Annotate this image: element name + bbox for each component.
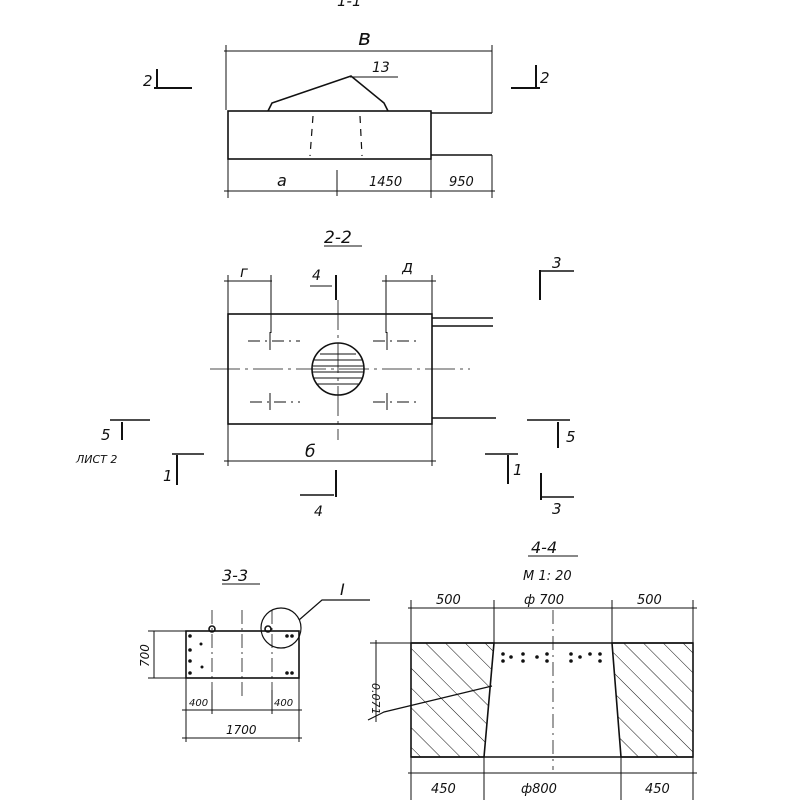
section-3-3-labels: 3-3 I 700 400 400 1700 [138, 566, 345, 737]
section-3-3 [148, 583, 370, 742]
cut-1-left-label: 1 [163, 467, 173, 485]
dim-b-label: б [305, 442, 315, 462]
dim-500-top-left-label: 500 [436, 593, 461, 608]
dim-0071-label: 0.071 [369, 683, 382, 715]
cut-4-bottom-label: 4 [314, 504, 323, 520]
cut-1-right-label: 1 [513, 461, 523, 479]
dim-1700-label: 1700 [226, 723, 257, 737]
cut-3-top-label: 3 [552, 254, 562, 272]
dim-450-bottom-left-label: 450 [431, 782, 456, 797]
section-4-4 [367, 555, 697, 800]
section-4-4-title: 4-4 [531, 538, 557, 557]
dim-400-left-label: 400 [189, 698, 208, 709]
dim-a-label: а [277, 171, 287, 190]
lifting-loop-outline [267, 75, 389, 112]
dim-500-top-right-label: 500 [637, 593, 662, 608]
cut-2-left-label: 2 [143, 72, 153, 90]
scale-label: М 1: 20 [523, 569, 572, 584]
dim-d-label: д [401, 257, 413, 276]
cut-4-top-label: 4 [312, 268, 321, 284]
section-2-2 [110, 245, 574, 500]
section-3-3-title: 3-3 [222, 566, 248, 585]
cut-3-bottom-label: 3 [552, 500, 562, 518]
cut-2-right-label: 2 [540, 69, 550, 87]
dim-450-bottom-right-label: 450 [645, 782, 670, 797]
cut-5-right-label: 5 [566, 428, 576, 446]
dim-g-label: г [240, 263, 248, 281]
top-section-title: 1-1 [337, 0, 362, 10]
left-wall-hatched [410, 642, 495, 758]
dim-700-height-label: 700 [138, 644, 152, 667]
dim-700-diameter-label: ф 700 [524, 593, 564, 608]
dim-1450-label: 1450 [369, 175, 402, 190]
plan-top-body [227, 110, 432, 160]
plan-top-labels: в 13 2 2 а 1450 950 [143, 26, 550, 190]
section-2-2-labels: 2-2 г д 4 4 3 3 5 ЛИСТ 2 5 1 1 б [75, 228, 576, 520]
right-wall-hatched [611, 642, 694, 758]
section-3-3-body [185, 630, 300, 679]
plan-top: 1-1 [154, 0, 540, 198]
section-4-4-labels: 4-4 М 1: 20 500 ф 700 500 0.071 450 ф800… [369, 538, 670, 797]
leader-13-label: 13 [372, 60, 390, 76]
section-2-2-title: 2-2 [324, 228, 352, 248]
dim-400-right-label: 400 [274, 698, 293, 709]
detail-i-label: I [340, 580, 345, 599]
dim-800-diameter-label: ф800 [521, 782, 557, 797]
dim-950-label: 950 [449, 175, 474, 190]
cut-5-sheet-label: ЛИСТ 2 [75, 453, 117, 466]
dim-overall-label: в [358, 26, 371, 51]
detail-i-circle [260, 607, 302, 649]
cut-5-left-label: 5 [101, 426, 111, 444]
